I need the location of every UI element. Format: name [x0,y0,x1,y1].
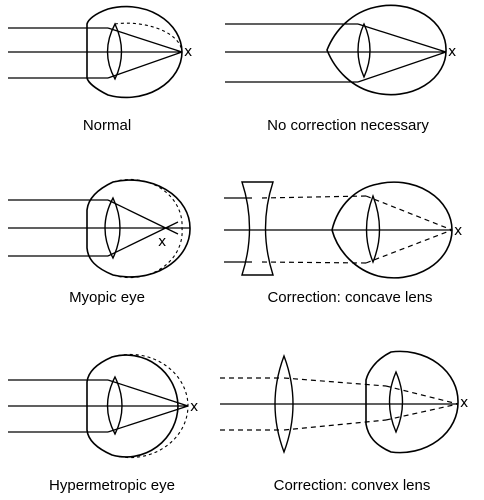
focal-point-marker: x [460,395,468,411]
refracted-ray-bottom [357,51,447,83]
eye-outline [326,4,447,96]
panel-caption: Myopic eye [69,289,145,306]
panel-concave-correction: x Correction: concave lens [224,181,462,306]
panel-caption: Correction: convex lens [274,477,431,494]
focal-point-marker: x [184,44,192,60]
crystalline-lens [388,370,404,434]
crystalline-lens [365,194,381,264]
converged-ray-top [283,377,387,387]
concave-lens [241,181,274,276]
panel-convex-correction: x Correction: convex lens [220,350,468,494]
panel-caption: Hypermetropic eye [49,477,175,494]
panel-caption: Correction: concave lens [267,289,432,306]
focal-point-marker: x [190,399,198,415]
panel-caption: No correction necessary [267,117,429,134]
panel-myopic: x Myopic eye [8,178,191,306]
panel-hypermetropic: x Hypermetropic eye [8,353,198,494]
retina-curve [114,22,183,53]
refracted-ray-top [357,23,447,53]
refracted-ray-bottom [107,221,179,257]
converged-ray-bottom [283,419,387,431]
eye-outline [86,5,183,99]
panel-caption: Normal [83,117,131,134]
panel-no-correction: x No correction necessary [225,4,456,134]
crystalline-lens [106,22,123,81]
crystalline-lens [104,196,121,260]
crystalline-lens [357,22,371,79]
refracted-ray-bottom [385,403,459,421]
refracted-ray-top [107,27,183,53]
crystalline-lens [106,375,123,436]
refracted-ray-top [107,379,189,407]
diverged-ray-bottom [261,261,367,264]
refracted-ray-top [365,195,453,231]
refracted-ray-top [385,385,459,405]
focal-point-marker: x [454,223,462,239]
refracted-ray-bottom [365,229,453,264]
focal-point-marker: x [448,44,456,60]
convex-lens [274,354,294,454]
focal-point-marker: x [158,234,166,250]
refracted-ray-bottom [107,405,189,433]
eye-outline [86,179,191,278]
panel-normal: x Normal [8,5,192,134]
eye-outline [365,350,459,454]
refracted-ray-bottom [107,51,183,79]
